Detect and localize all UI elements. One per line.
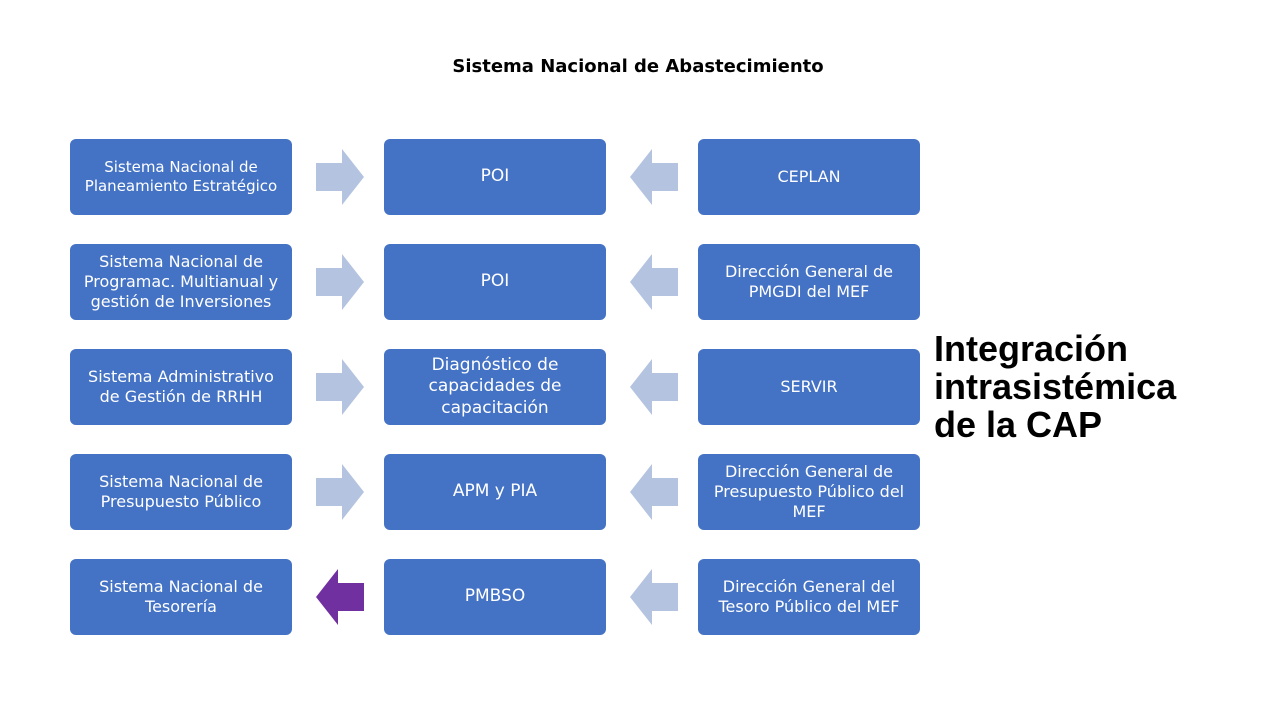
- box-line: Sistema Administrativo: [88, 367, 274, 386]
- box-line: capacitación: [441, 397, 549, 418]
- document-box: APM y PIA: [384, 454, 606, 530]
- box-line: Dirección General de: [724, 262, 894, 281]
- right-arrow-icon: [316, 359, 364, 415]
- box-text: POI: [473, 166, 518, 187]
- left-arrow-icon: [316, 569, 364, 625]
- box-line: MEF: [792, 502, 826, 521]
- box-text: POI: [473, 271, 518, 292]
- box-line: gestión de Inversiones: [90, 292, 272, 311]
- document-box: POI: [384, 139, 606, 215]
- box-line: Sistema Nacional de: [99, 472, 263, 491]
- box-line: PMGDI del MEF: [748, 282, 870, 301]
- document-box: PMBSO: [384, 559, 606, 635]
- box-line: Programac. Multianual y: [83, 272, 279, 291]
- governing-entity-box: SERVIR: [698, 349, 920, 425]
- box-line: SERVIR: [780, 377, 838, 396]
- box-line: Sistema Nacional de: [99, 577, 263, 596]
- box-line: Planeamiento Estratégico: [84, 177, 278, 195]
- left-arrow-icon: [630, 359, 678, 415]
- box-line: Dirección General del: [722, 577, 896, 596]
- left-arrow-icon: [630, 569, 678, 625]
- box-text: APM y PIA: [445, 481, 545, 502]
- slide-title: Sistema Nacional de Abastecimiento: [452, 56, 824, 77]
- box-line: Sistema Nacional de: [104, 158, 258, 177]
- box-line: de Gestión de RRHH: [99, 387, 263, 406]
- box-line: Tesorería: [145, 597, 217, 616]
- box-text: PMBSO: [457, 586, 533, 607]
- governing-entity-box: CEPLAN: [698, 139, 920, 215]
- box-line: PMBSO: [464, 586, 526, 607]
- box-line: CEPLAN: [777, 167, 841, 186]
- side-label-line: Integración: [934, 328, 1129, 369]
- box-line: Diagnóstico de: [431, 355, 559, 376]
- box-text: CEPLAN: [769, 167, 848, 187]
- side-label-line: de la CAP: [934, 403, 1103, 445]
- box-text: SERVIR: [772, 377, 845, 397]
- box-line: Dirección General de: [724, 462, 894, 481]
- side-label-line: intrasistémica: [934, 365, 1177, 407]
- box-line: APM y PIA: [452, 481, 538, 502]
- right-arrow-icon: [316, 149, 364, 205]
- box-line: Tesoro Público del MEF: [718, 597, 900, 616]
- box-line: POI: [480, 271, 510, 292]
- right-arrow-icon: [316, 464, 364, 520]
- right-arrow-icon: [316, 254, 364, 310]
- box-line: Sistema Nacional de: [99, 252, 263, 271]
- left-arrow-icon: [630, 464, 678, 520]
- document-box: POI: [384, 244, 606, 320]
- box-line: POI: [480, 166, 510, 187]
- left-arrow-icon: [630, 149, 678, 205]
- box-line: capacidades de: [428, 376, 562, 397]
- left-arrow-icon: [630, 254, 678, 310]
- box-line: Presupuesto Público del: [713, 482, 905, 501]
- side-label: Integración intrasistémica de la CAP: [934, 330, 1264, 443]
- box-line: Presupuesto Público: [100, 492, 262, 511]
